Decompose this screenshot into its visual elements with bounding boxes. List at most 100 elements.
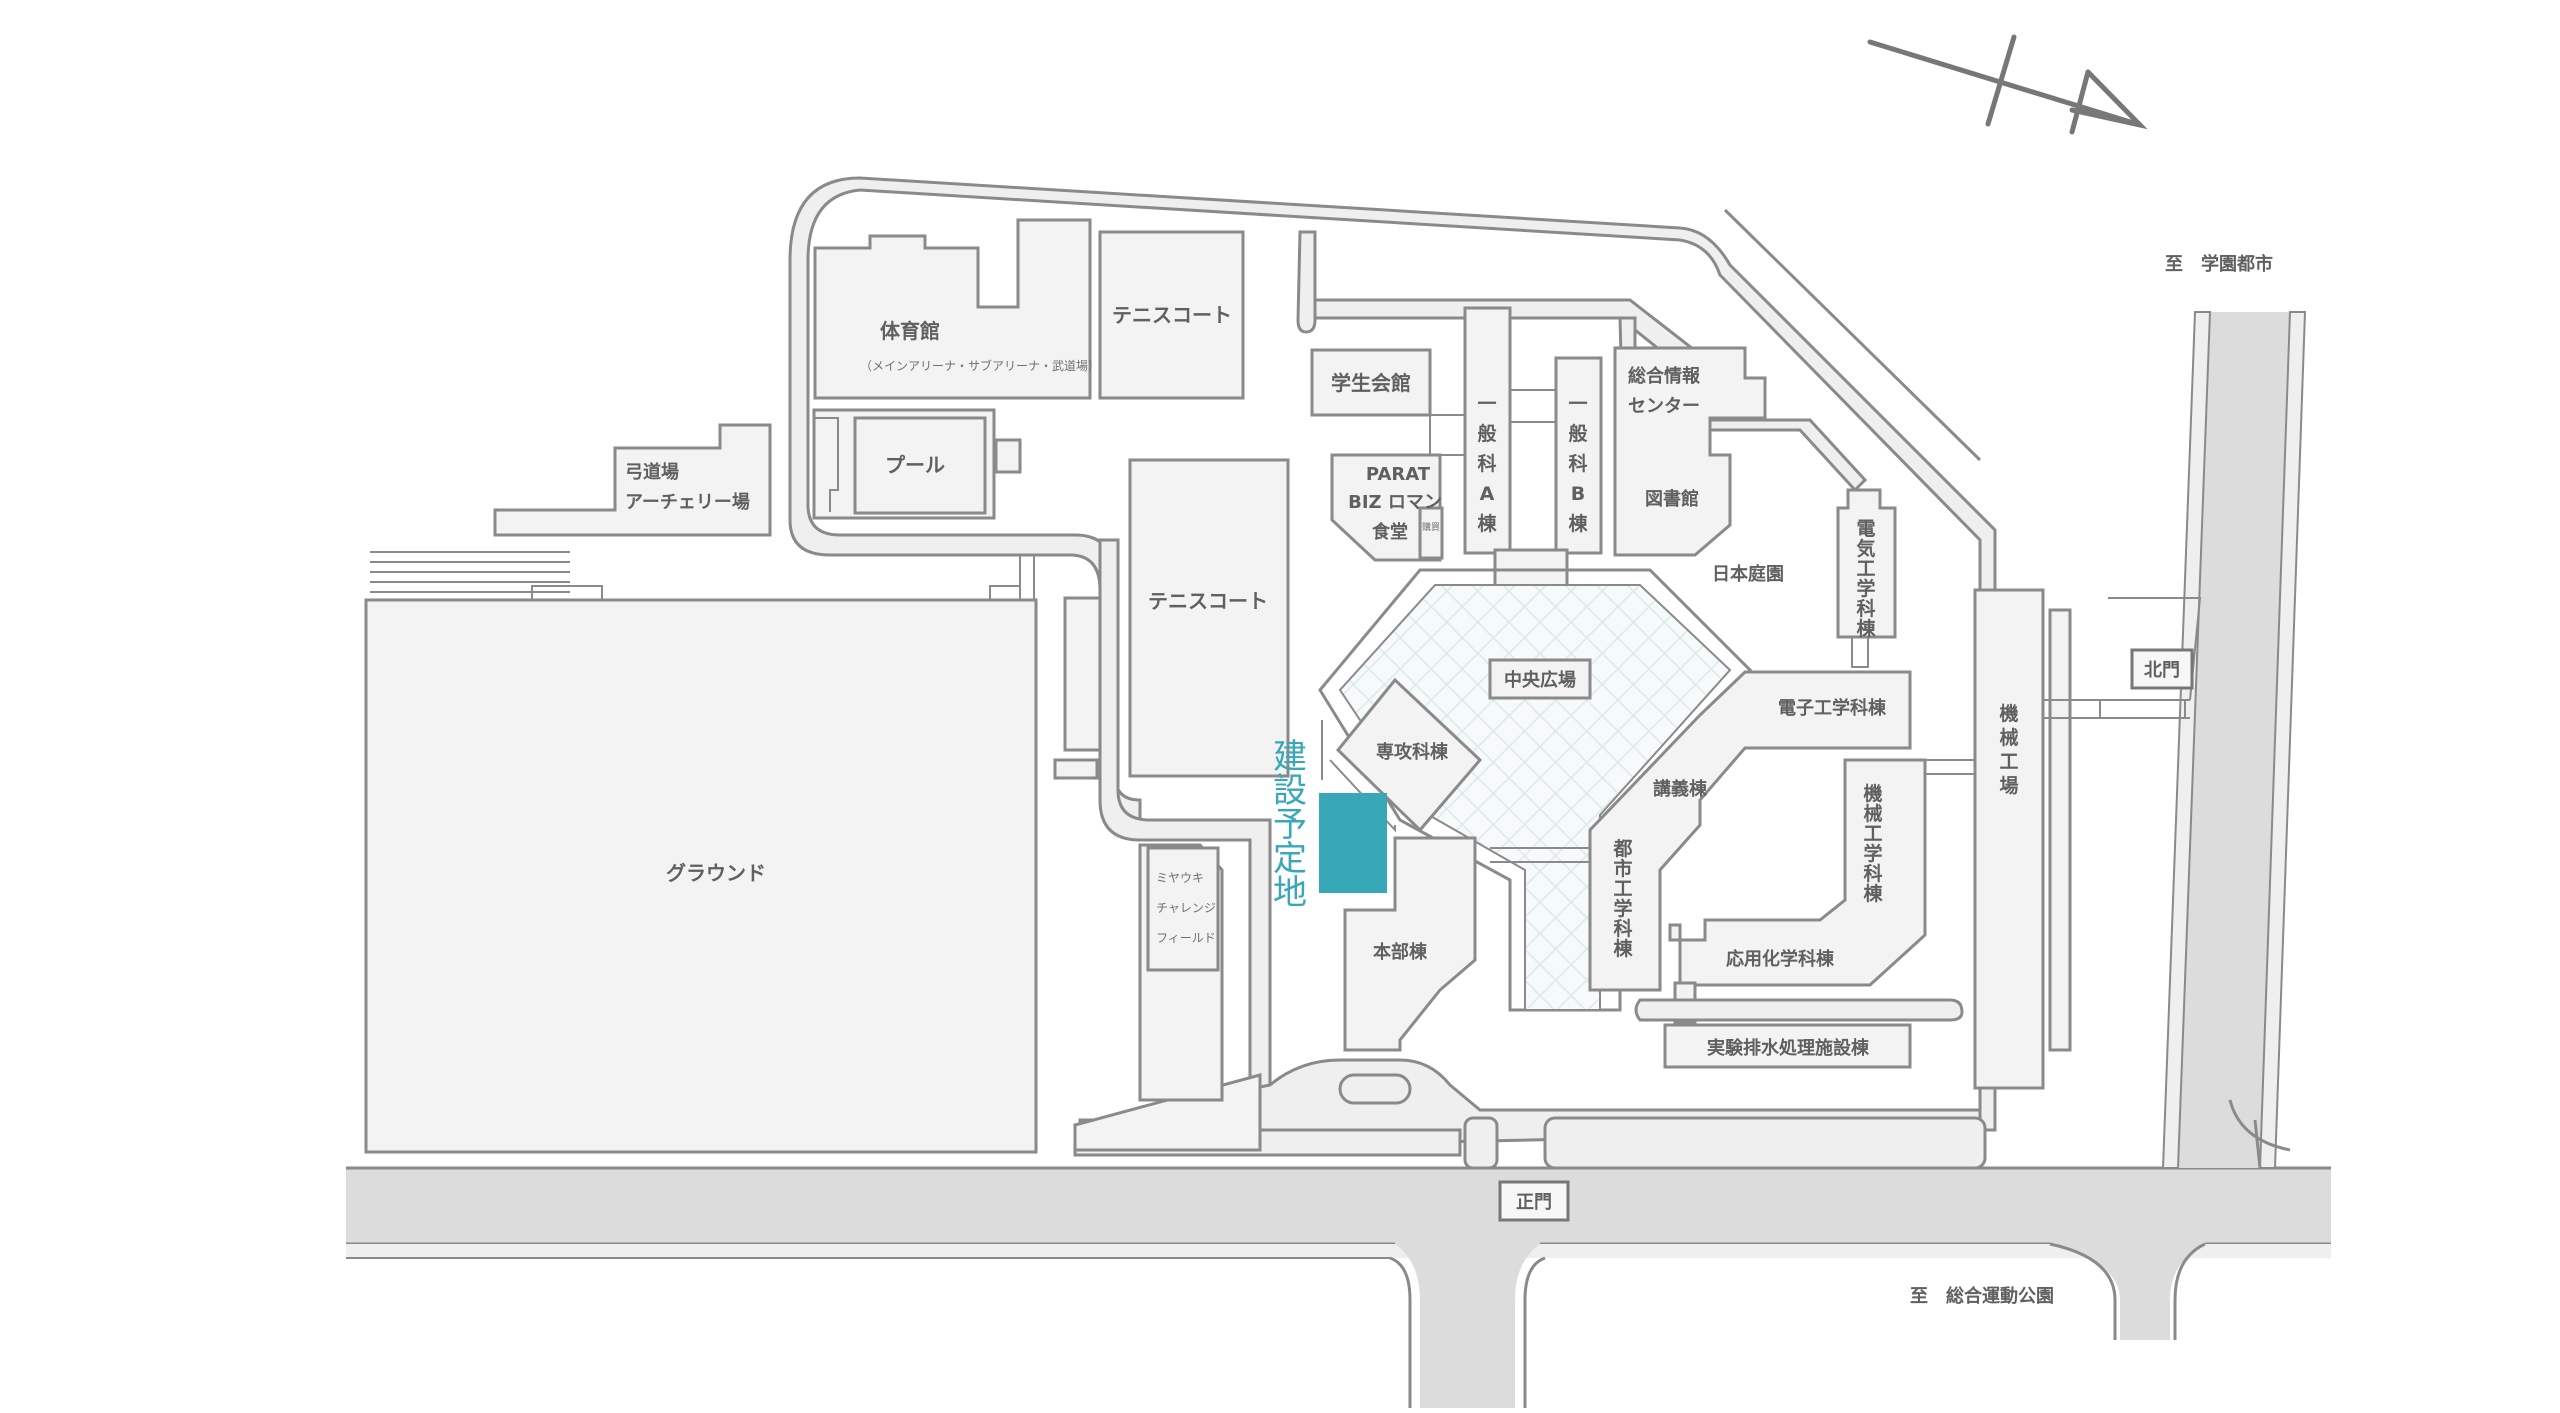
archery-range: 弓道場 アーチェリー場	[493, 423, 772, 537]
cons-text-char: 設	[1273, 771, 1307, 811]
tennis-court-south: テニスコート	[1128, 458, 1290, 778]
ground: グラウンド	[364, 551, 1038, 1154]
civil-char: 科	[1613, 917, 1632, 940]
elec-char: 気	[1856, 537, 1875, 560]
cons-text-char: 予	[1273, 805, 1307, 845]
advanced-course-building: 専攻科棟	[1321, 677, 1483, 833]
north-arrow-icon	[1867, 34, 2148, 135]
archery-field-label: アーチェリー場	[625, 492, 750, 513]
headquarters-building: 本部棟	[1343, 836, 1477, 1052]
gen-b-char: 棟	[1568, 512, 1588, 535]
elec-char: 棟	[1856, 617, 1876, 640]
cons-text-char: 定	[1273, 839, 1307, 879]
gen-b-char: 一	[1568, 393, 1587, 415]
pool: プール	[812, 408, 1022, 520]
elec-char: 工	[1856, 558, 1875, 580]
civil-char: 棟	[1613, 937, 1633, 960]
civil-char: 市	[1613, 857, 1632, 880]
perimeter-road	[788, 176, 1997, 1132]
archery-label: 弓道場	[625, 461, 679, 483]
electronics-label: 電子工学科棟	[1778, 697, 1887, 719]
gen-a-char: 科	[1477, 452, 1496, 475]
mech-char: 機	[1863, 782, 1882, 805]
wastewater-label: 実験排水処理施設棟	[1707, 1037, 1870, 1059]
shop-char: 機	[1999, 702, 2018, 725]
advanced-course-label: 専攻科棟	[1376, 741, 1449, 763]
challenge-label-3: フィールド	[1156, 931, 1216, 945]
cons-text-char: 地	[1273, 873, 1307, 913]
info-center-library: 総合情報 センター 図書館	[1613, 346, 1868, 557]
cafeteria-label-2: BIZ ロマン	[1348, 492, 1442, 513]
gen-a-char: 一	[1477, 393, 1496, 415]
mech-char: 械	[1863, 802, 1882, 825]
gen-b-char: 科	[1568, 452, 1587, 475]
construction-site-block	[1319, 793, 1387, 893]
challenge-label-1: ミヤウキ	[1156, 871, 1204, 885]
gen-b-char: B	[1571, 483, 1585, 505]
headquarters-label: 本部棟	[1373, 941, 1428, 963]
library-label: 図書館	[1645, 488, 1699, 510]
central-plaza-label: 中央広場	[1504, 669, 1576, 691]
cafeteria-label-1: PARAT	[1366, 464, 1431, 485]
challenge-label-2: チャレンジ	[1156, 901, 1216, 915]
tennis-court-north: テニスコート	[1098, 230, 1245, 400]
japanese-garden-label: 日本庭園	[1712, 563, 1784, 585]
ground-label: グラウンド	[666, 861, 766, 885]
tennis-south-label: テニスコート	[1148, 589, 1268, 613]
mech-char: 棟	[1863, 882, 1883, 905]
cafeteria: PARAT BIZ ロマン 食堂 購買	[1330, 453, 1444, 562]
applied-chem-label: 応用化学科棟	[1726, 948, 1835, 970]
shop-char: 工	[1999, 751, 2018, 773]
cons-text-char: 建	[1273, 737, 1307, 777]
cafeteria-annex-label: 購買	[1422, 521, 1440, 533]
main-gate-label: 正門	[1516, 1192, 1552, 1213]
main-road	[346, 1166, 2331, 1408]
civil-char: 学	[1613, 897, 1632, 920]
mech-char: 学	[1863, 842, 1882, 865]
gen-b-char: 般	[1568, 422, 1587, 445]
east-road	[2161, 311, 2307, 1169]
elec-char: 電	[1856, 518, 1875, 540]
elec-char: 科	[1856, 597, 1875, 620]
gym-sublabel: （メインアリーナ・サブアリーナ・武道場）	[860, 358, 1100, 373]
cafeteria-label-3: 食堂	[1371, 521, 1408, 543]
gen-a-char: 般	[1477, 422, 1496, 445]
tennis-north-label: テニスコート	[1112, 303, 1232, 327]
mech-char: 科	[1863, 862, 1882, 885]
main-gate[interactable]: 正門	[1498, 1180, 1570, 1222]
wastewater-building: 実験排水処理施設棟	[1634, 998, 1964, 1069]
student-hall-label: 学生会館	[1331, 371, 1411, 395]
direction-sports-park: 至 総合運動公園	[1910, 1285, 2054, 1307]
mech-char: 工	[1863, 823, 1882, 845]
shop-char: 械	[1999, 726, 2018, 749]
gym-label: 体育館	[880, 319, 940, 343]
gen-a-char: 棟	[1477, 512, 1497, 535]
info-center-label-1: 総合情報	[1628, 365, 1701, 387]
student-hall: 学生会館	[1310, 348, 1432, 417]
civil-char: 工	[1613, 878, 1632, 900]
gymnasium: 体育館 （メインアリーナ・サブアリーナ・武道場）	[813, 218, 1100, 400]
north-gate[interactable]: 北門	[2130, 648, 2194, 690]
north-gate-label: 北門	[2144, 660, 2180, 681]
elec-char: 学	[1856, 577, 1875, 600]
civil-char: 都	[1612, 838, 1632, 860]
info-center-label-2: センター	[1628, 396, 1700, 417]
shop-char: 場	[1999, 775, 2018, 797]
challenge-field: ミヤウキ チャレンジ フィールド	[1138, 843, 1224, 1102]
pool-label: プール	[885, 453, 945, 477]
direction-gakuen-toshi: 至 学園都市	[2165, 253, 2273, 275]
